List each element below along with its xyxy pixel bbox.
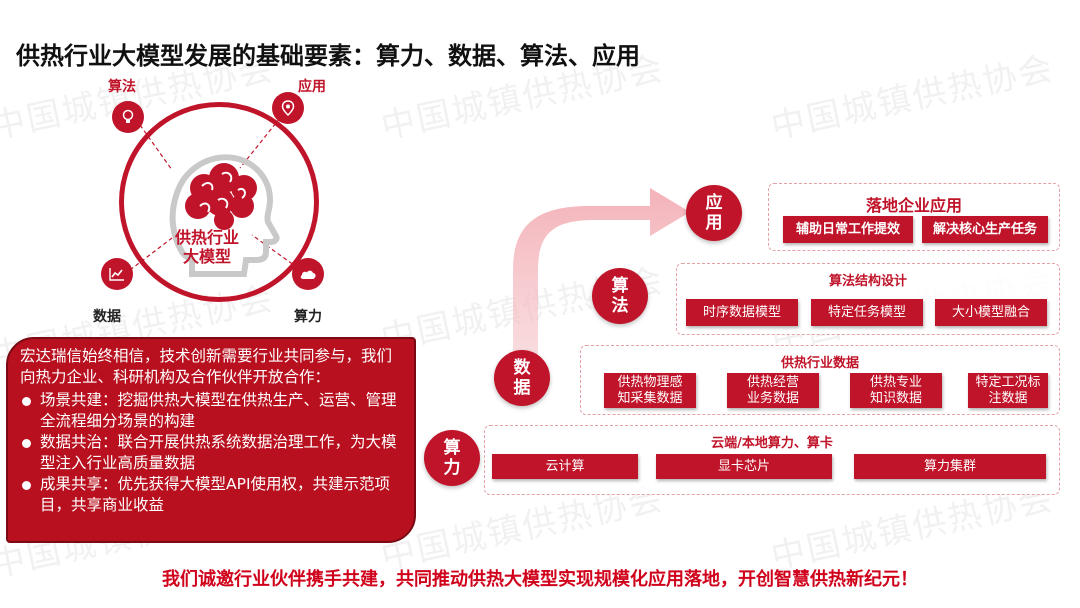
page-title: 供热行业大模型发展的基础要素：算力、数据、算法、应用	[16, 42, 640, 70]
stage-compute: 算力	[424, 430, 480, 486]
bullet-icon	[22, 397, 31, 406]
list-item-text: 成果共享：优先获得大模型API使用权，共建示范项目，共享商业收益	[40, 475, 391, 514]
line-chart-icon	[109, 268, 124, 281]
list-item-text: 数据共治：联合开展供热系统数据治理工作，为大模型注入行业高质量数据	[40, 433, 397, 472]
list-item-text: 场景共建：挖掘供热大模型在供热生产、运营、管理全流程细分场景的构建	[40, 391, 397, 430]
cooperation-lead: 宏达瑞信始终相信，技术创新需要行业共同参与，我们向热力企业、科研机构及合作伙伴开…	[20, 347, 393, 386]
model-ring	[119, 102, 319, 302]
node-label-data: 数据	[93, 309, 121, 325]
algorithm-item-1: 时序数据模型	[686, 299, 798, 326]
closing-statement: 我们诚邀行业伙伴携手共建，共同推动供热大模型实现规模化应用落地，开创智慧供热新纪…	[162, 569, 918, 590]
compute-item-2: 显卡芯片	[656, 454, 832, 479]
stage-data: 数据	[494, 350, 550, 406]
node-compute	[292, 258, 324, 290]
node-label-compute: 算力	[294, 309, 322, 325]
node-algorithm	[112, 101, 144, 133]
data-item-2: 供热经营业务数据	[727, 373, 819, 408]
application-item-1: 辅助日常工作提效	[783, 216, 913, 243]
compute-item-3: 算力集群	[854, 454, 1046, 479]
compute-item-1: 云计算	[492, 454, 638, 479]
stage-application: 应用	[686, 185, 742, 241]
layer-title-algorithm: 算法结构设计	[828, 274, 907, 289]
model-center-label: 供热行业 大模型	[172, 228, 242, 266]
list-item: 场景共建：挖掘供热大模型在供热生产、运营、管理全流程细分场景的构建	[20, 390, 402, 432]
algorithm-item-3: 大小模型融合	[935, 299, 1047, 326]
node-data	[101, 258, 133, 290]
node-application	[272, 92, 304, 124]
application-item-2: 解决核心生产任务	[922, 216, 1048, 243]
list-item: 成果共享：优先获得大模型API使用权，共建示范项目，共享商业收益	[20, 474, 402, 516]
algorithm-item-2: 特定任务模型	[811, 299, 923, 326]
data-item-1: 供热物理感知采集数据	[604, 373, 696, 408]
bulb-icon	[122, 109, 134, 123]
layer-title-application: 落地企业应用	[865, 196, 962, 215]
bullet-icon	[22, 481, 31, 490]
stage-algorithm: 算法	[592, 268, 648, 324]
data-item-3: 供热专业知识数据	[850, 373, 942, 408]
cloud-icon	[300, 270, 316, 279]
cooperation-list: 场景共建：挖掘供热大模型在供热生产、运营、管理全流程细分场景的构建 数据共治：联…	[20, 390, 402, 516]
brain-head-icon	[169, 154, 280, 277]
layer-title-compute: 云端/本地算力、算卡	[711, 436, 833, 451]
list-item: 数据共治：联合开展供热系统数据治理工作，为大模型注入行业高质量数据	[20, 432, 402, 474]
layer-title-data: 供热行业数据	[780, 356, 859, 371]
model-center-line-2: 大模型	[182, 247, 231, 266]
data-item-4: 特定工况标注数据	[968, 373, 1048, 408]
watermark: 中国城镇供热协会	[767, 48, 1058, 148]
model-center-line-1: 供热行业	[174, 228, 239, 247]
location-pin-icon	[281, 100, 295, 116]
node-label-application: 应用	[298, 79, 326, 95]
node-label-algorithm: 算法	[108, 79, 136, 95]
cooperation-box: 宏达瑞信始终相信，技术创新需要行业共同参与，我们向热力企业、科研机构及合作伙伴开…	[6, 337, 416, 543]
bullet-icon	[22, 439, 31, 448]
